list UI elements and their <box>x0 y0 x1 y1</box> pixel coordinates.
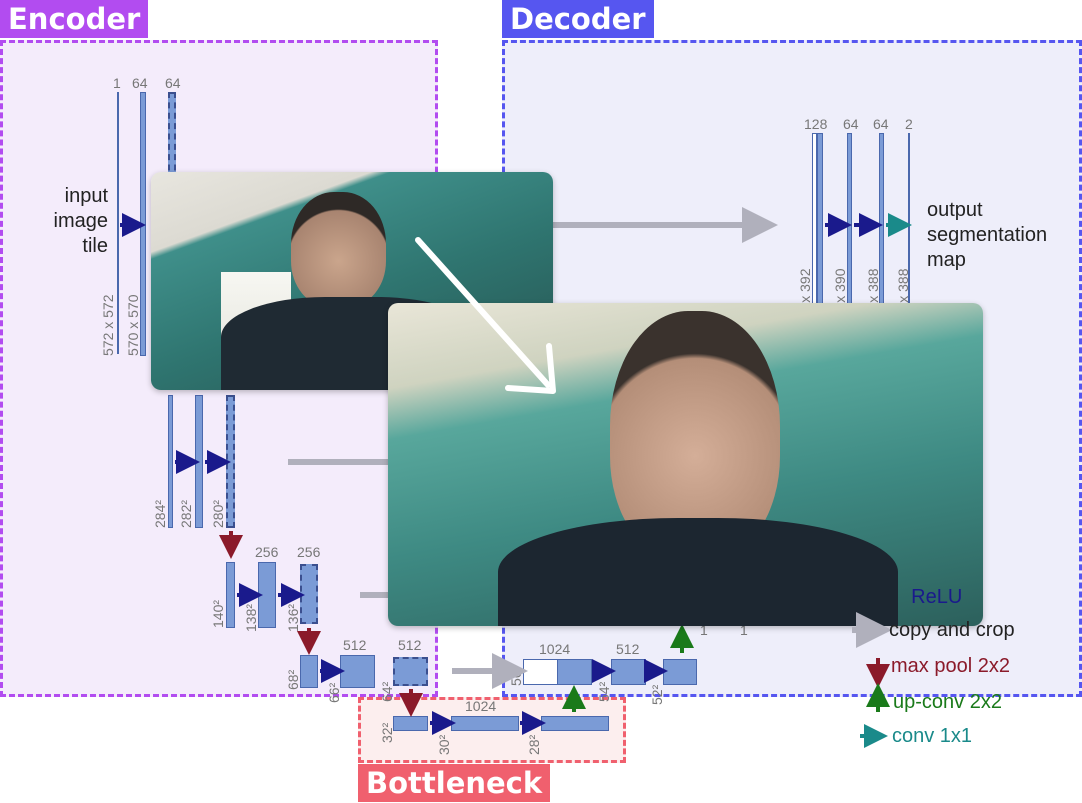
channel-label: 64 <box>843 116 859 132</box>
legend-conv: conv 3x3, ReLU <box>905 586 963 608</box>
channel-label: 512 <box>398 637 422 653</box>
channel-label: 64 <box>132 75 148 91</box>
feature-map <box>393 657 428 686</box>
input-tile-text: input image tile <box>53 185 108 257</box>
legend-maxpool: max pool 2x2 <box>891 655 1010 677</box>
channel-label: 1024 <box>465 698 497 714</box>
maxpool-arrows <box>219 531 423 717</box>
legend-copy: copy and crop <box>889 619 1015 641</box>
channel-label: 1 <box>113 75 121 91</box>
person-body <box>498 518 898 626</box>
feature-map <box>226 562 235 628</box>
output-map-text: output segmentation map <box>927 199 1048 271</box>
webcam-photo-blurred <box>388 303 983 626</box>
encoder-tag: Encoder <box>0 0 149 38</box>
bottleneck-tag: Bottleneck <box>358 764 551 802</box>
channel-label: 256 <box>297 544 321 560</box>
channel-label: 64 <box>873 116 889 132</box>
channel-label: 512 <box>343 637 367 653</box>
channel-label: 512 <box>616 641 640 657</box>
channel-label: 1024 <box>539 641 571 657</box>
channel-label: 128 <box>804 116 828 132</box>
decoder-tag: Decoder <box>502 0 654 38</box>
legend-conv1: conv 1x1 <box>892 725 973 747</box>
feature-map <box>611 659 646 685</box>
channel-label: 1 <box>700 622 708 638</box>
channel-label: 1 <box>740 622 748 638</box>
legend-upconv: up-conv 2x2 <box>893 691 1002 713</box>
feature-map <box>340 655 375 688</box>
feature-map <box>168 395 173 528</box>
channel-label: 256 <box>255 544 279 560</box>
person-head <box>291 192 386 307</box>
feature-map <box>557 659 592 685</box>
conv-arrows <box>120 213 883 735</box>
feature-map <box>300 655 318 688</box>
channel-label: 2 <box>905 116 913 132</box>
copy-crop-arrows <box>288 207 778 689</box>
upconv-arrows <box>562 624 694 712</box>
channel-label: 64 <box>165 75 181 91</box>
feature-map <box>117 92 119 354</box>
